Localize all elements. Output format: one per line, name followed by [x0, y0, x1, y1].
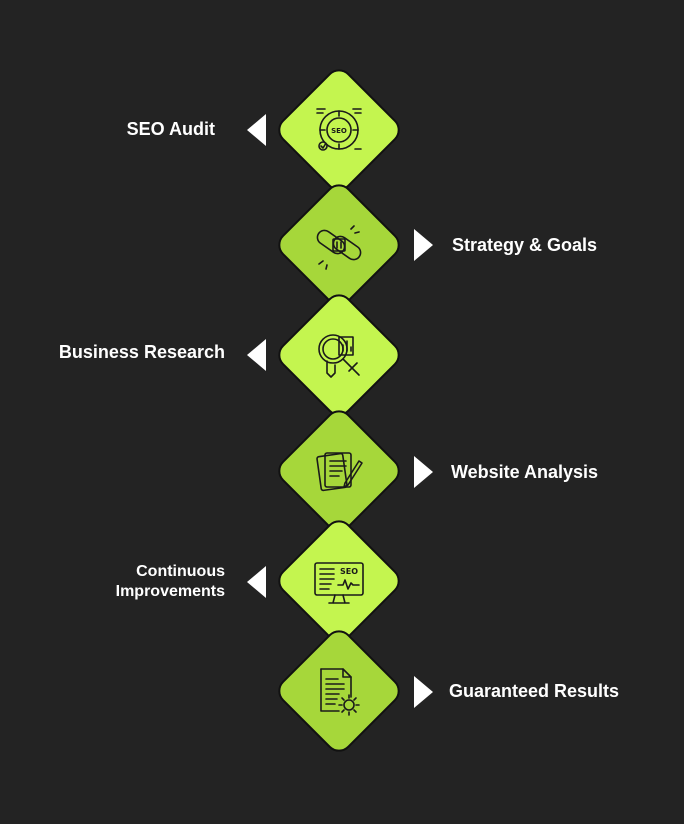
- chain-link-icon: [316, 225, 362, 270]
- step-4-arrow: [414, 456, 433, 488]
- seo-badge-text: SEO: [331, 127, 347, 135]
- step-5-diamond: SEO: [272, 514, 406, 648]
- step-3-label: Business Research: [58, 342, 225, 362]
- step-1-arrow: [247, 114, 266, 146]
- seo-audit-icon: SEO: [316, 108, 362, 151]
- step-3-arrow: [247, 339, 266, 371]
- document-gear-icon: [320, 668, 360, 716]
- step-6-diamond: [272, 624, 406, 758]
- step-4-label: Website Analysis: [451, 462, 599, 482]
- documents-pen-icon: [316, 452, 363, 492]
- step-4-diamond: [272, 404, 406, 538]
- step-2-arrow: [414, 229, 433, 261]
- step-1-diamond: SEO: [272, 63, 406, 197]
- monitor-seo-text: SEO: [340, 567, 358, 576]
- step-3-diamond: [272, 288, 406, 422]
- step-2-diamond: [272, 178, 406, 312]
- step-2-label: Strategy & Goals: [452, 235, 598, 255]
- step-5-label: Continuous Improvements: [115, 563, 225, 600]
- magnifier-chart-icon: [318, 334, 360, 378]
- seo-monitor-icon: SEO: [314, 562, 364, 604]
- step-5-arrow: [247, 566, 266, 598]
- step-6-label: Guaranteed Results: [449, 681, 620, 701]
- step-1-label: SEO Audit: [126, 119, 215, 139]
- step-6-arrow: [414, 676, 433, 708]
